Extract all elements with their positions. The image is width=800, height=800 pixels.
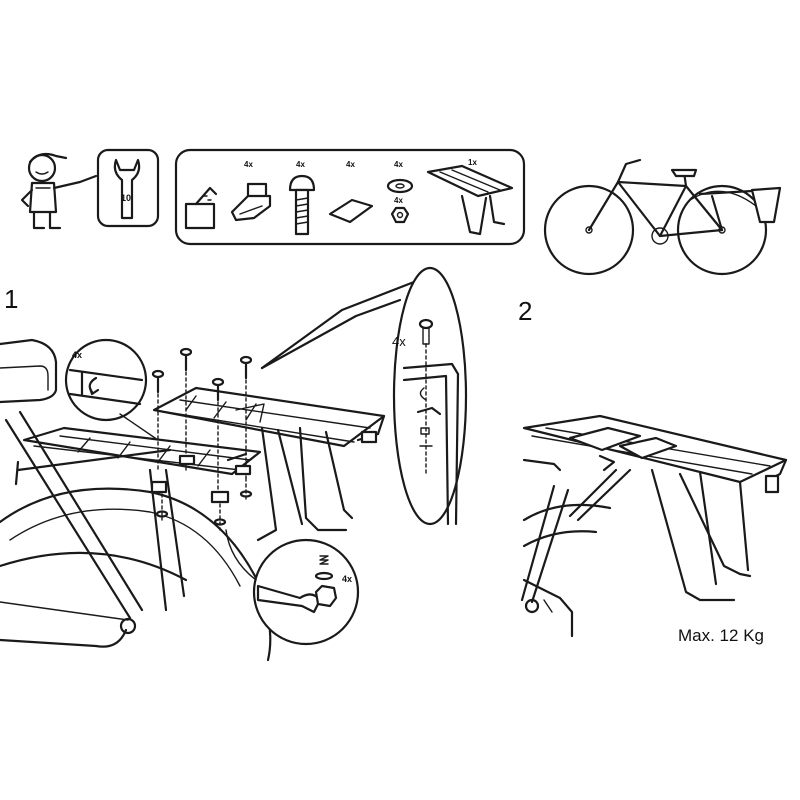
nut-icon — [390, 206, 410, 224]
bolt-icon — [239, 355, 253, 380]
callout-qty-bolt: 4x — [392, 334, 406, 349]
bracket-clamp-icon — [178, 454, 196, 466]
callout-pointer — [260, 280, 416, 370]
bracket-clamp-icon — [150, 480, 168, 494]
part-qty-bracket-clamp: 4x — [244, 160, 253, 169]
pad-icon — [328, 198, 374, 224]
info-hint-icon — [184, 186, 218, 230]
bike-rear-wheel — [0, 487, 272, 662]
parts-box — [174, 148, 526, 246]
part-qty-pad: 4x — [346, 160, 355, 169]
nut-icon — [314, 584, 338, 608]
part-qty-nut: 4x — [394, 196, 403, 205]
bracket-clamp-icon — [226, 452, 252, 476]
bicycle-icon — [543, 158, 782, 276]
existing-carrier — [14, 426, 262, 612]
bolt-icon — [211, 377, 225, 402]
bolt-icon — [151, 369, 165, 394]
rotate-arrow-icon — [88, 376, 100, 396]
bracket-clamp-icon — [230, 182, 272, 222]
bracket-clamp-icon — [210, 490, 230, 504]
washer-icon — [314, 571, 334, 581]
new-luggage-rack — [152, 386, 386, 542]
tube-detail-callout — [64, 338, 159, 441]
callout-qty-nut: 4x — [342, 574, 353, 584]
clamp-group — [150, 452, 253, 531]
bike-saddle — [0, 338, 58, 404]
part-qty-luggage-rack: 1x — [468, 158, 477, 167]
wrench-icon — [113, 158, 141, 220]
installed-rack-view — [520, 414, 788, 638]
step-number-1: 1 — [4, 284, 19, 314]
callout-qty-tube: 4x — [72, 350, 83, 360]
tool-box — [96, 148, 160, 228]
bolt-icon — [418, 318, 434, 345]
wrench-icon — [256, 584, 322, 614]
part-qty-bolt: 4x — [296, 160, 305, 169]
bolt-insert-group — [151, 347, 253, 501]
bolt-icon — [288, 174, 316, 236]
max-load-label: Max. 12 Kg — [678, 626, 764, 645]
wrench-detail-callout — [225, 529, 360, 646]
bolt-icon — [179, 347, 193, 372]
assembler-figure-icon — [20, 152, 98, 230]
part-qty-washer: 4x — [394, 160, 403, 169]
seat-stay — [4, 410, 172, 620]
luggage-rack-icon — [426, 164, 514, 236]
washer-icon — [386, 178, 414, 194]
wrench-size-label: 10 — [121, 193, 132, 203]
step-number-2: 2 — [518, 296, 533, 326]
bolt-detail-callout — [392, 266, 468, 526]
